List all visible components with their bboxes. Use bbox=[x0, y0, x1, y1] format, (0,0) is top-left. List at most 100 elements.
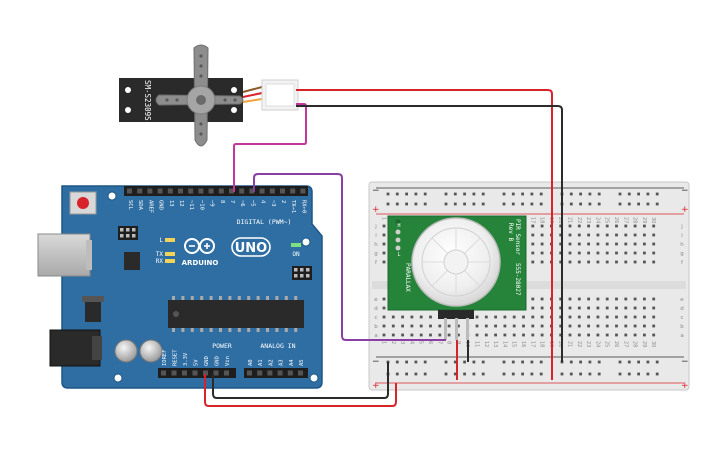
rail-hole[interactable] bbox=[423, 202, 427, 206]
terminal-hole[interactable] bbox=[643, 233, 646, 237]
terminal-hole[interactable] bbox=[540, 306, 544, 310]
rail-hole[interactable] bbox=[539, 360, 543, 364]
power-pin-socket[interactable] bbox=[224, 370, 229, 376]
rail-hole[interactable] bbox=[511, 192, 515, 196]
rail-hole[interactable] bbox=[463, 372, 466, 376]
rail-hole[interactable] bbox=[414, 192, 418, 196]
digital-pin-socket[interactable] bbox=[157, 188, 163, 194]
terminal-hole[interactable] bbox=[410, 333, 414, 337]
terminal-hole[interactable] bbox=[577, 297, 581, 301]
terminal-hole[interactable] bbox=[382, 251, 386, 255]
digital-pin-socket[interactable] bbox=[249, 188, 255, 194]
digital-pin-socket[interactable] bbox=[188, 188, 194, 194]
rail-hole[interactable] bbox=[395, 360, 399, 364]
rail-hole[interactable] bbox=[597, 192, 601, 196]
digital-pin-socket[interactable] bbox=[300, 188, 306, 194]
rail-hole[interactable] bbox=[444, 192, 448, 196]
rail-hole[interactable] bbox=[637, 360, 640, 364]
rail-hole[interactable] bbox=[627, 360, 631, 364]
rail-hole[interactable] bbox=[569, 192, 573, 196]
rail-hole[interactable] bbox=[463, 202, 466, 206]
terminal-hole[interactable] bbox=[540, 260, 544, 264]
terminal-hole[interactable] bbox=[624, 233, 628, 237]
rail-hole[interactable] bbox=[386, 202, 390, 206]
reset-button-cap[interactable] bbox=[77, 197, 89, 209]
terminal-hole[interactable] bbox=[643, 297, 646, 301]
terminal-hole[interactable] bbox=[615, 315, 618, 319]
terminal-hole[interactable] bbox=[624, 251, 628, 255]
terminal-hole[interactable] bbox=[568, 324, 572, 328]
terminal-hole[interactable] bbox=[624, 297, 628, 301]
terminal-hole[interactable] bbox=[531, 251, 535, 255]
terminal-hole[interactable] bbox=[587, 233, 590, 237]
digital-pin-socket[interactable] bbox=[147, 188, 153, 194]
terminal-hole[interactable] bbox=[457, 324, 460, 328]
terminal-hole[interactable] bbox=[605, 306, 609, 310]
rail-hole[interactable] bbox=[588, 360, 592, 364]
rail-hole[interactable] bbox=[655, 372, 659, 376]
terminal-hole[interactable] bbox=[652, 333, 656, 337]
power-pin-socket[interactable] bbox=[171, 370, 177, 376]
terminal-hole[interactable] bbox=[587, 324, 590, 328]
terminal-hole[interactable] bbox=[605, 315, 609, 319]
terminal-hole[interactable] bbox=[540, 242, 544, 246]
terminal-hole[interactable] bbox=[429, 333, 432, 337]
terminal-hole[interactable] bbox=[559, 306, 563, 310]
terminal-hole[interactable] bbox=[633, 233, 637, 237]
digital-pin-socket[interactable] bbox=[208, 188, 214, 194]
terminal-hole[interactable] bbox=[559, 233, 563, 237]
rail-hole[interactable] bbox=[395, 372, 399, 376]
rail-hole[interactable] bbox=[655, 202, 659, 206]
terminal-hole[interactable] bbox=[512, 333, 516, 337]
terminal-hole[interactable] bbox=[615, 251, 618, 255]
rail-hole[interactable] bbox=[655, 360, 659, 364]
terminal-hole[interactable] bbox=[503, 315, 507, 319]
terminal-hole[interactable] bbox=[531, 315, 535, 319]
rail-hole[interactable] bbox=[472, 202, 476, 206]
terminal-hole[interactable] bbox=[438, 324, 442, 328]
terminal-hole[interactable] bbox=[568, 306, 572, 310]
terminal-hole[interactable] bbox=[643, 306, 646, 310]
rail-hole[interactable] bbox=[395, 202, 399, 206]
terminal-hole[interactable] bbox=[643, 224, 646, 228]
terminal-hole[interactable] bbox=[382, 297, 386, 301]
terminal-hole[interactable] bbox=[475, 333, 479, 337]
terminal-hole[interactable] bbox=[577, 233, 581, 237]
terminal-hole[interactable] bbox=[652, 306, 656, 310]
rail-hole[interactable] bbox=[597, 372, 601, 376]
terminal-hole[interactable] bbox=[419, 324, 423, 328]
terminal-hole[interactable] bbox=[605, 333, 609, 337]
power-pin-socket[interactable] bbox=[213, 370, 219, 376]
rail-hole[interactable] bbox=[481, 360, 485, 364]
rail-hole[interactable] bbox=[453, 372, 457, 376]
rail-hole[interactable] bbox=[579, 360, 582, 364]
rail-hole[interactable] bbox=[511, 202, 515, 206]
terminal-hole[interactable] bbox=[587, 333, 590, 337]
rail-hole[interactable] bbox=[405, 372, 408, 376]
terminal-hole[interactable] bbox=[531, 224, 535, 228]
rail-hole[interactable] bbox=[463, 360, 466, 364]
terminal-hole[interactable] bbox=[531, 333, 535, 337]
terminal-hole[interactable] bbox=[652, 233, 656, 237]
rail-hole[interactable] bbox=[569, 360, 573, 364]
terminal-hole[interactable] bbox=[643, 315, 646, 319]
terminal-hole[interactable] bbox=[540, 324, 544, 328]
terminal-hole[interactable] bbox=[531, 324, 535, 328]
terminal-hole[interactable] bbox=[605, 324, 609, 328]
terminal-hole[interactable] bbox=[391, 333, 395, 337]
terminal-hole[interactable] bbox=[540, 333, 544, 337]
terminal-hole[interactable] bbox=[587, 260, 590, 264]
terminal-hole[interactable] bbox=[624, 242, 628, 246]
terminal-hole[interactable] bbox=[475, 315, 479, 319]
rail-hole[interactable] bbox=[530, 202, 534, 206]
terminal-hole[interactable] bbox=[633, 306, 637, 310]
terminal-hole[interactable] bbox=[633, 333, 637, 337]
rail-hole[interactable] bbox=[521, 360, 524, 364]
terminal-hole[interactable] bbox=[643, 260, 646, 264]
rail-hole[interactable] bbox=[646, 360, 650, 364]
rail-hole[interactable] bbox=[423, 192, 427, 196]
terminal-hole[interactable] bbox=[568, 315, 572, 319]
terminal-hole[interactable] bbox=[596, 242, 600, 246]
rail-hole[interactable] bbox=[481, 372, 485, 376]
terminal-hole[interactable] bbox=[531, 242, 535, 246]
